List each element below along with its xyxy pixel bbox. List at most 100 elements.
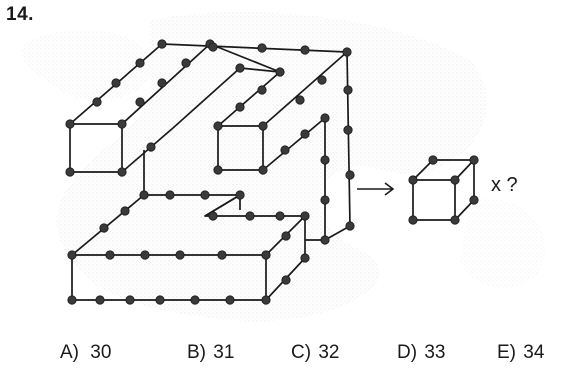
option-b[interactable]: B) 31 <box>187 342 234 364</box>
bead <box>317 75 327 85</box>
edge-line <box>209 43 281 73</box>
edge-line <box>71 194 267 301</box>
bead <box>320 113 330 123</box>
bead <box>300 45 310 55</box>
bead <box>105 250 115 260</box>
bead <box>320 155 330 165</box>
bead <box>92 97 102 107</box>
bead <box>408 175 418 185</box>
bead <box>450 175 460 185</box>
bead <box>175 250 185 260</box>
edge-line <box>412 179 456 221</box>
bead <box>245 211 255 221</box>
bead <box>135 58 145 68</box>
bead <box>281 231 291 241</box>
bead <box>428 155 438 165</box>
bead <box>345 221 355 231</box>
bead <box>208 211 218 221</box>
multiplier-label: x ? <box>491 174 518 196</box>
arrow-icon <box>357 182 395 196</box>
option-c[interactable]: C) 32 <box>291 342 339 364</box>
bead <box>408 215 418 225</box>
bead <box>117 167 127 177</box>
edge-line <box>262 117 326 171</box>
edge-line <box>121 127 174 173</box>
bead <box>181 58 191 68</box>
background-texture <box>21 12 546 322</box>
bead <box>146 142 156 152</box>
bead <box>140 250 150 260</box>
bead <box>469 195 479 205</box>
bead <box>200 190 210 200</box>
bead <box>120 206 130 216</box>
bead <box>67 295 77 305</box>
bead <box>280 145 290 155</box>
bead <box>235 63 245 73</box>
bead <box>65 167 75 177</box>
option-c-letter: C) <box>291 342 312 363</box>
bead <box>343 125 353 135</box>
bead <box>275 211 285 221</box>
bead <box>261 295 271 305</box>
bead <box>225 295 235 305</box>
bead <box>190 295 200 305</box>
edge-line <box>172 67 241 129</box>
option-e-value: 34 <box>523 342 545 363</box>
option-b-letter: B) <box>187 342 206 363</box>
edge-line <box>217 71 281 127</box>
bead <box>157 39 167 49</box>
bead <box>281 275 291 285</box>
bead <box>217 250 227 260</box>
bead <box>135 97 145 107</box>
bead <box>257 43 267 53</box>
bead <box>235 190 245 200</box>
bead <box>300 253 310 263</box>
bead <box>117 119 127 129</box>
edge-line <box>239 67 281 73</box>
bead <box>320 235 330 245</box>
bead <box>139 190 149 200</box>
bead <box>300 129 310 139</box>
option-d-value: 33 <box>424 342 446 363</box>
bead <box>208 42 218 52</box>
bead <box>343 85 353 95</box>
bead <box>125 295 135 305</box>
bead <box>295 95 305 105</box>
bead <box>155 295 165 305</box>
edge-line <box>412 159 475 181</box>
bead <box>261 250 271 260</box>
option-d-letter: D) <box>397 342 418 363</box>
option-a-letter: A) <box>60 342 79 363</box>
bead <box>300 211 310 221</box>
bead <box>157 78 167 88</box>
option-d[interactable]: D) 33 <box>397 342 445 364</box>
option-b-value: 31 <box>213 342 235 363</box>
option-a[interactable]: A) 30 <box>60 342 111 364</box>
bead <box>345 170 355 180</box>
bead <box>213 121 223 131</box>
bead <box>165 190 175 200</box>
option-c-value: 32 <box>318 342 340 363</box>
bead <box>99 223 109 233</box>
edge-line <box>161 43 348 53</box>
bead <box>213 165 223 175</box>
bead <box>275 67 285 77</box>
option-e[interactable]: E) 34 <box>497 342 544 364</box>
edge-line <box>262 51 348 127</box>
bead <box>111 78 121 88</box>
beads <box>65 39 479 305</box>
bead <box>235 102 245 112</box>
bead <box>320 195 330 205</box>
bead <box>258 165 268 175</box>
bead <box>450 215 460 225</box>
bead <box>258 121 268 131</box>
bead <box>342 47 352 57</box>
bead <box>469 155 479 165</box>
bead <box>257 85 267 95</box>
bead <box>67 250 77 260</box>
bead <box>95 295 105 305</box>
question-number: 14. <box>6 4 34 25</box>
option-e-letter: E) <box>497 342 516 363</box>
